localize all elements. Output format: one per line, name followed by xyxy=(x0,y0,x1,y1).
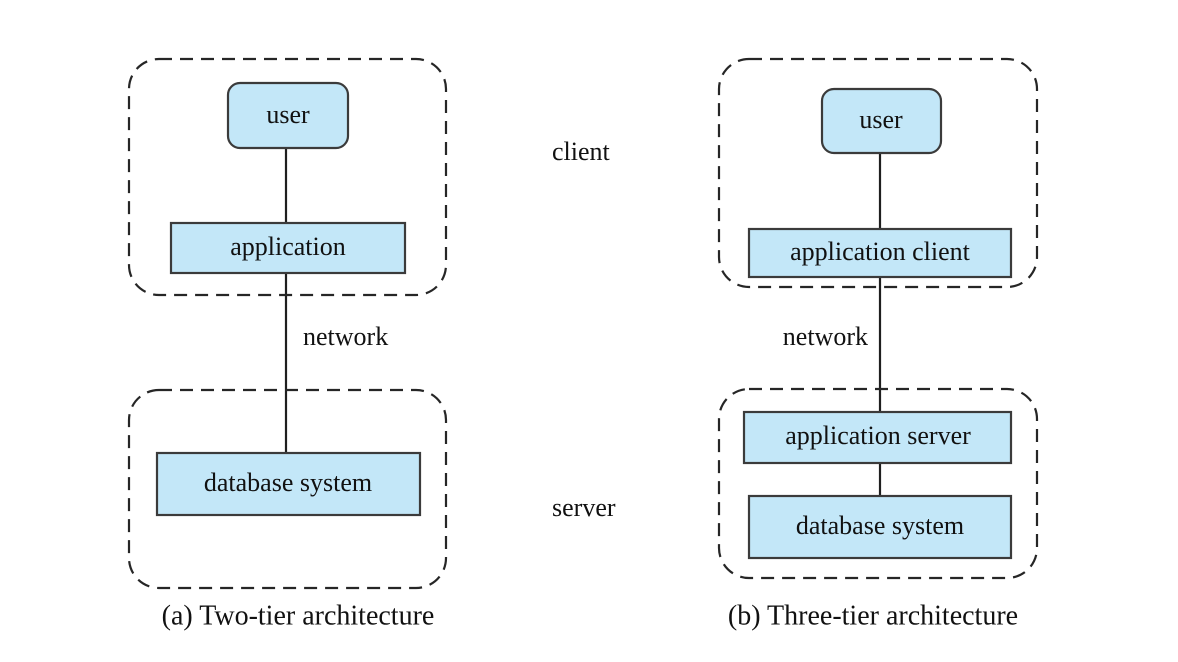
node-user-b-label: user xyxy=(859,105,903,134)
tier-label-client: client xyxy=(552,137,611,166)
node-user-a-label: user xyxy=(266,100,310,129)
node-application-client-b[interactable] xyxy=(747,227,1013,279)
server-tier-container-b xyxy=(717,387,1039,580)
caption-two-tier: (a) Two-tier architecture xyxy=(162,600,435,631)
server-tier-container-a xyxy=(127,388,448,590)
network-label-b: network xyxy=(783,322,868,351)
node-database-system-a[interactable] xyxy=(155,451,422,517)
caption-three-tier: (b) Three-tier architecture xyxy=(728,600,1018,631)
client-tier-container-a xyxy=(127,57,448,297)
node-user-b[interactable] xyxy=(820,87,943,155)
node-application-server-b-label: application server xyxy=(785,421,971,450)
network-label-a: network xyxy=(303,322,388,351)
node-application-server-b[interactable] xyxy=(742,410,1013,465)
client-tier-container-b xyxy=(717,57,1039,289)
node-application-a-label: application xyxy=(230,232,346,261)
tier-label-server: server xyxy=(552,493,616,522)
node-application-client-b-label: application client xyxy=(790,237,971,266)
node-application-a[interactable] xyxy=(169,221,407,275)
node-user-a[interactable] xyxy=(226,81,350,150)
node-database-system-b-label: database system xyxy=(796,511,964,540)
node-database-system-a-label: database system xyxy=(204,468,372,497)
node-database-system-b[interactable] xyxy=(747,494,1013,560)
